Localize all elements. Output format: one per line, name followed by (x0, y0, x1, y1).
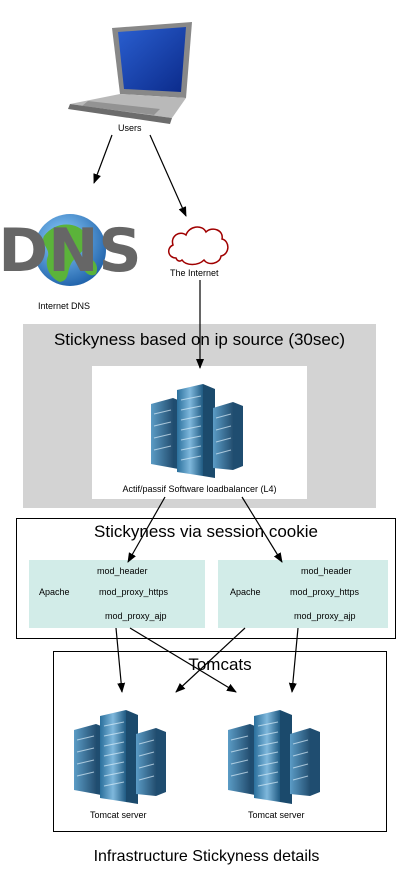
server-cluster-icon (73, 709, 167, 805)
tomcat-server-label-1: Tomcat server (90, 810, 147, 820)
internet-dns-label: Internet DNS (38, 301, 91, 311)
dns-logo-text: DNS (0, 216, 142, 286)
users-label: Users (118, 123, 142, 133)
apache-node-2: Apache mod_header mod_proxy_https mod_pr… (218, 560, 388, 628)
module-label: mod_proxy_ajp (294, 611, 356, 621)
diagram-caption: Infrastructure Stickyness details (93, 848, 320, 865)
edge-apache1-tomcat1 (115, 627, 126, 693)
module-label: mod_header (301, 566, 352, 576)
internet-label: The Internet (170, 268, 219, 278)
apache-label: Apache (230, 587, 261, 597)
module-label: mod_proxy_https (290, 587, 360, 597)
tomcats-title: Tomcats (188, 655, 252, 674)
edges (93, 134, 299, 693)
edge-users-internet (149, 134, 187, 217)
edge-lb-apache2 (241, 496, 283, 563)
dns-globe-icon (34, 214, 106, 286)
server-cluster-icon (150, 383, 244, 479)
cloud-icon (168, 226, 229, 266)
laptop-icon (68, 22, 192, 124)
tomcat-server-label-2: Tomcat server (248, 810, 305, 820)
module-label: mod_proxy_https (99, 587, 169, 597)
module-label: mod_header (97, 566, 148, 576)
server-cluster-icon (227, 709, 321, 805)
edge-users-dns (93, 134, 113, 184)
edge-lb-apache1 (127, 496, 166, 563)
apache-node-1: Apache mod_header mod_proxy_https mod_pr… (29, 560, 205, 628)
session-cookie-title: Stickyness via session cookie (94, 522, 318, 541)
edge-apache1-tomcat2 (129, 627, 237, 693)
loadbalancer-label: Actif/passif Software loadbalancer (L4) (122, 484, 277, 494)
edge-apache2-tomcat2 (288, 627, 299, 693)
module-label: mod_proxy_ajp (105, 611, 167, 621)
edge-apache2-tomcat1 (175, 627, 246, 693)
apache-label: Apache (39, 587, 70, 597)
